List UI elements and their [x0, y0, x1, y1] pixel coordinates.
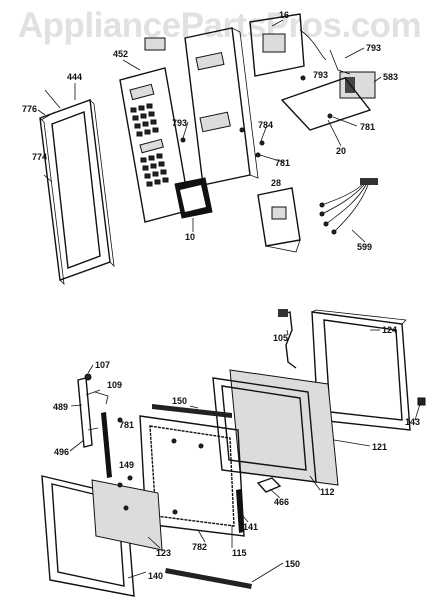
label-150-b: 150 — [285, 559, 300, 569]
part-466 — [256, 477, 282, 493]
label-793-b: 793 — [366, 43, 381, 53]
label-452: 452 — [113, 49, 128, 59]
label-150-a: 150 — [172, 396, 187, 406]
part-121-glass — [229, 369, 339, 486]
part-150-bottom-trim — [165, 568, 252, 589]
part-123-glass — [91, 479, 163, 551]
label-149: 149 — [119, 460, 134, 470]
label-105: 105 — [273, 333, 288, 343]
label-140: 140 — [148, 571, 163, 581]
label-496: 496 — [54, 447, 69, 457]
part-control-housing — [184, 27, 259, 186]
part-28-bracket — [257, 187, 301, 253]
part-149-strip — [101, 412, 112, 478]
label-109: 109 — [107, 380, 122, 390]
part-143 — [417, 397, 426, 406]
part-444-frame — [39, 99, 115, 286]
leader-lines — [37, 19, 421, 583]
label-781-b: 781 — [275, 158, 290, 168]
label-781-c: 781 — [119, 420, 134, 430]
part-141-strip — [236, 489, 244, 533]
part-labels: 444 776 774 452 793 10 16 793 793 583 78… — [22, 10, 420, 581]
label-10: 10 — [185, 232, 195, 242]
part-10-display-window — [174, 177, 213, 219]
label-793-c: 793 — [313, 70, 328, 80]
label-141: 141 — [243, 522, 258, 532]
part-115-inner-door — [139, 415, 245, 537]
label-444: 444 — [67, 72, 82, 82]
label-793-a: 793 — [172, 118, 187, 128]
label-583: 583 — [383, 72, 398, 82]
label-466: 466 — [274, 497, 289, 507]
part-150-top-trim — [152, 404, 232, 418]
label-782: 782 — [192, 542, 207, 552]
label-20: 20 — [336, 146, 346, 156]
label-776: 776 — [22, 104, 37, 114]
label-16: 16 — [279, 10, 289, 20]
part-599-wire-harness — [319, 178, 378, 235]
label-774: 774 — [32, 152, 47, 162]
label-489: 489 — [53, 402, 68, 412]
part-window-label — [144, 37, 166, 51]
label-112: 112 — [320, 487, 335, 497]
label-121: 121 — [372, 442, 387, 452]
part-105-hinge — [278, 309, 297, 369]
label-124: 124 — [382, 325, 397, 335]
label-781-a: 781 — [360, 122, 375, 132]
part-489-latch — [77, 377, 101, 448]
label-28: 28 — [271, 178, 281, 188]
part-16-board — [249, 13, 305, 77]
label-115: 115 — [232, 548, 247, 558]
part-583-transformer — [280, 49, 376, 131]
label-107: 107 — [95, 360, 110, 370]
label-599: 599 — [357, 242, 372, 252]
label-143: 143 — [405, 417, 420, 427]
label-123: 123 — [156, 548, 171, 558]
label-784: 784 — [258, 120, 273, 130]
part-112-frame — [212, 377, 317, 483]
